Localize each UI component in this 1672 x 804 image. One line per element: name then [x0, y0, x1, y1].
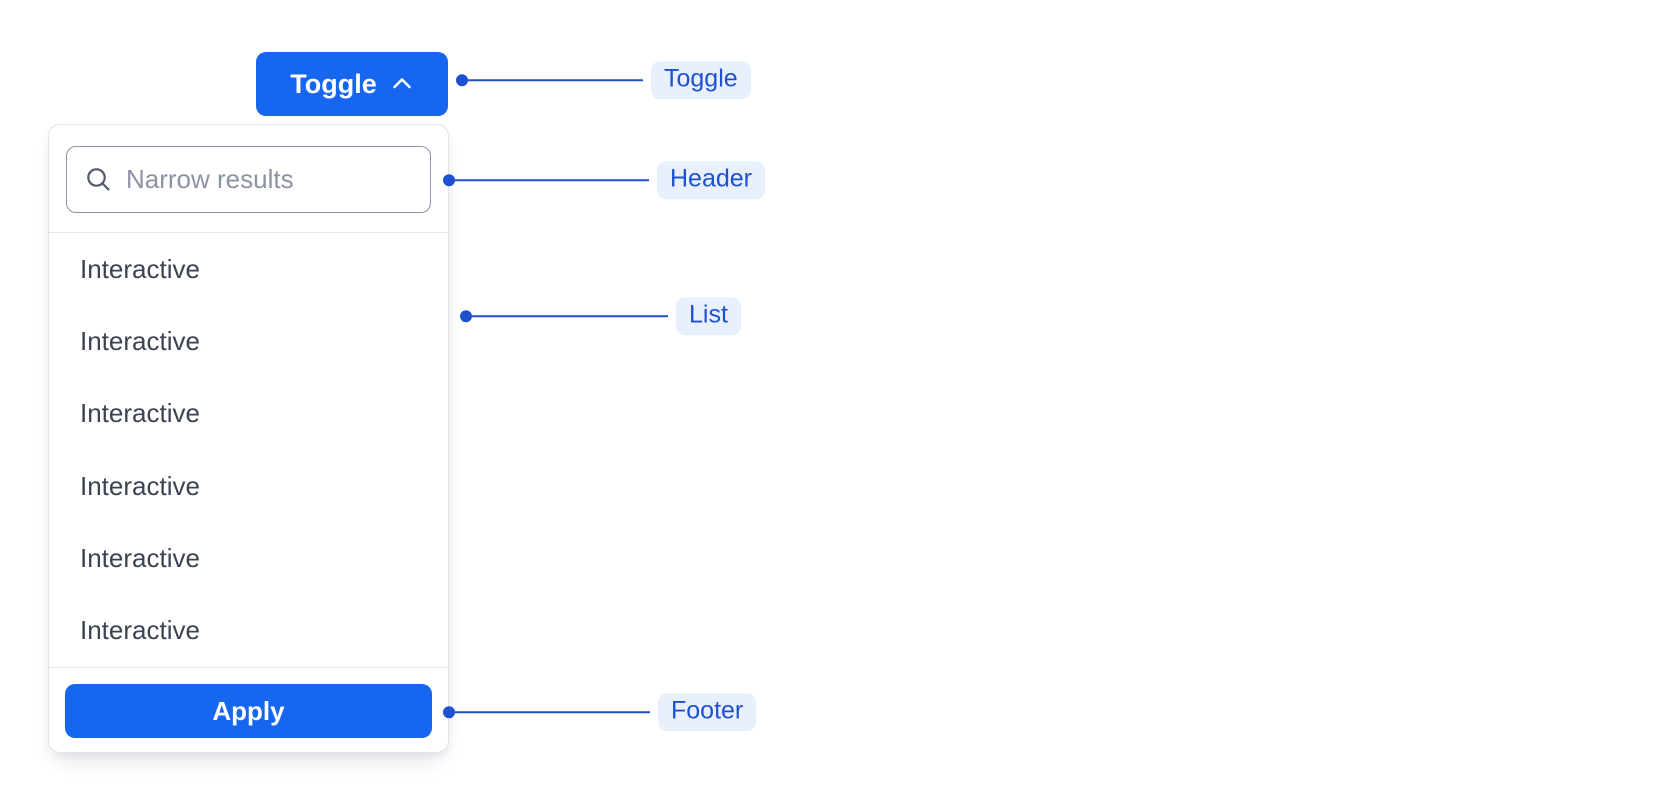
- callout-dot: [443, 706, 455, 718]
- list-item[interactable]: Interactive: [49, 595, 448, 667]
- toggle-button-label: Toggle: [290, 68, 377, 99]
- toggle-button[interactable]: Toggle: [256, 52, 448, 116]
- callout-line: [472, 314, 668, 318]
- chevron-up-icon: [390, 72, 414, 96]
- annotation-label-toggle: Toggle: [651, 61, 751, 99]
- list-item-label: Interactive: [80, 325, 200, 356]
- annotation-toggle: Toggle: [456, 61, 751, 99]
- callout-dot: [456, 74, 468, 86]
- list-item[interactable]: Interactive: [49, 305, 448, 377]
- annotation-footer: Footer: [443, 693, 757, 731]
- list-item[interactable]: Interactive: [49, 522, 448, 594]
- popover-footer: Apply: [49, 667, 448, 752]
- list-item[interactable]: Interactive: [49, 378, 448, 450]
- list-item-label: Interactive: [80, 253, 200, 284]
- filter-popover: Interactive Interactive Interactive Inte…: [48, 124, 449, 753]
- annotation-list: List: [460, 297, 741, 335]
- annotation-label-list: List: [676, 297, 741, 335]
- list-item-label: Interactive: [80, 542, 200, 573]
- list-item-label: Interactive: [80, 615, 200, 646]
- annotation-label-footer: Footer: [658, 693, 757, 731]
- callout-dot: [443, 174, 455, 186]
- callout-dot: [460, 310, 472, 322]
- list-item[interactable]: Interactive: [49, 233, 448, 305]
- list-item-label: Interactive: [80, 398, 200, 429]
- callout-line: [468, 78, 643, 82]
- list-item[interactable]: Interactive: [49, 450, 448, 522]
- search-box[interactable]: [66, 146, 431, 213]
- popover-header: [49, 125, 448, 233]
- list-item-label: Interactive: [80, 470, 200, 501]
- search-input[interactable]: [126, 164, 416, 195]
- annotation-label-header: Header: [657, 161, 765, 199]
- option-list: Interactive Interactive Interactive Inte…: [49, 233, 448, 667]
- search-icon: [84, 165, 126, 194]
- apply-button[interactable]: Apply: [65, 684, 432, 738]
- annotation-header: Header: [443, 161, 765, 199]
- callout-line: [455, 710, 650, 714]
- callout-line: [455, 178, 649, 182]
